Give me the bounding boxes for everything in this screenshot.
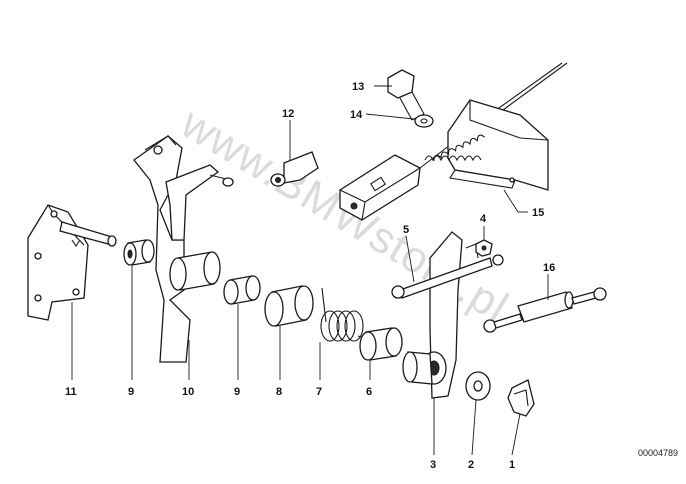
connecting-rod-part-16 <box>483 287 607 333</box>
callout-7: 7 <box>316 386 322 398</box>
clip-part-12 <box>270 151 319 187</box>
callout-4: 4 <box>480 213 487 225</box>
washer-part-2 <box>465 371 491 401</box>
bolt-part-13 <box>387 69 425 121</box>
callout-13: 13 <box>352 81 364 93</box>
mounting-plate-part-11 <box>27 204 117 321</box>
callout-1: 1 <box>509 459 515 471</box>
callout-9-left: 9 <box>128 386 134 398</box>
torsion-spring-part-7 <box>320 287 371 342</box>
pedal-lever-part-10 <box>133 135 234 363</box>
callout-10: 10 <box>182 386 194 398</box>
callout-6: 6 <box>366 386 372 398</box>
leader-lines <box>71 85 549 456</box>
callout-labels: 1 2 3 4 5 6 7 8 9 10 9 11 12 13 14 15 16 <box>65 81 555 471</box>
bracket-part-15 <box>447 99 549 191</box>
cable-clamp-block <box>339 154 421 221</box>
nut-part-4 <box>475 239 493 257</box>
callout-15: 15 <box>532 207 544 219</box>
cable-spring <box>424 134 485 162</box>
callout-3: 3 <box>430 459 436 471</box>
lever-hub-sleeve <box>169 251 221 291</box>
callout-14: 14 <box>350 109 363 121</box>
callout-2: 2 <box>468 459 474 471</box>
callout-12: 12 <box>282 108 294 120</box>
callout-8: 8 <box>276 386 282 398</box>
callout-16: 16 <box>543 262 555 274</box>
diagram-reference-code: 00004789 <box>637 448 678 458</box>
callout-11: 11 <box>65 386 77 398</box>
bushing-part-9-right <box>223 275 261 305</box>
spring-clip-part-1 <box>507 379 535 417</box>
washer-part-14 <box>414 114 434 128</box>
bushing-part-9-left <box>123 239 155 266</box>
sleeve-part-8 <box>264 285 314 327</box>
callout-9-right: 9 <box>234 386 240 398</box>
bushing-part-6 <box>359 327 403 361</box>
ball-joint-rod-part-5 <box>391 243 504 299</box>
callout-5: 5 <box>403 224 409 236</box>
